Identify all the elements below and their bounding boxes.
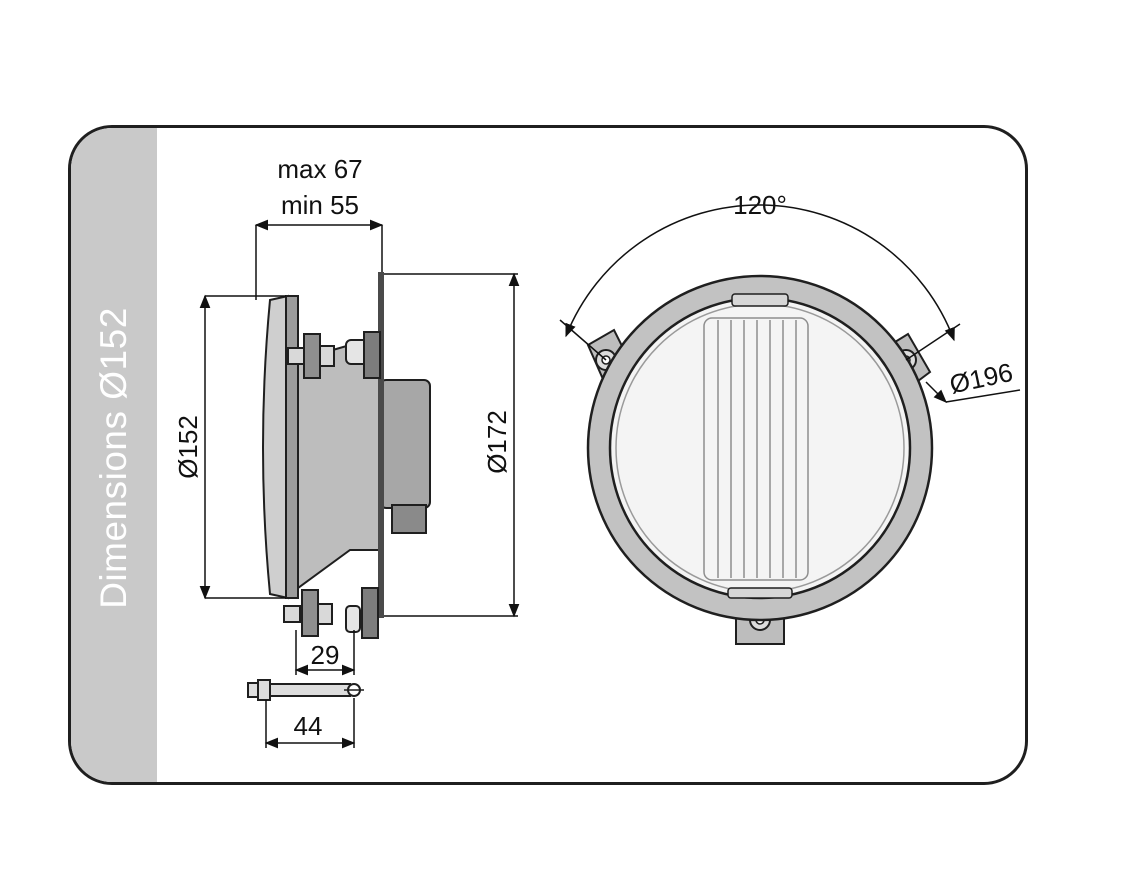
label-max-depth: max 67 bbox=[277, 154, 362, 184]
upper-screw-head bbox=[287, 347, 305, 365]
lower-clip bbox=[345, 605, 361, 633]
lower-bracket bbox=[301, 589, 319, 637]
mounting-flange bbox=[378, 272, 384, 618]
label-min-depth: min 55 bbox=[281, 190, 359, 220]
lower-nut bbox=[317, 603, 333, 625]
upper-flange-tab bbox=[363, 331, 381, 379]
side-view bbox=[247, 272, 431, 701]
front-view bbox=[586, 274, 934, 645]
upper-bracket bbox=[303, 333, 321, 379]
front-lens bbox=[608, 296, 912, 600]
connector-block bbox=[391, 504, 427, 534]
side-band: Dimensions Ø152 bbox=[71, 128, 157, 782]
label-lens-diameter: Ø152 bbox=[173, 415, 203, 479]
lens-profile bbox=[262, 294, 289, 600]
bottom-clip bbox=[727, 587, 793, 599]
lens-flutes bbox=[703, 317, 809, 581]
side-dimensions bbox=[199, 219, 520, 749]
label-angle: 120° bbox=[733, 190, 787, 220]
label-bracket-29: 29 bbox=[311, 640, 340, 670]
lower-screw-head bbox=[283, 605, 301, 623]
label-bolt-44: 44 bbox=[294, 711, 323, 741]
front-dimensions bbox=[559, 204, 1021, 403]
lens-rim bbox=[285, 295, 299, 599]
top-clip bbox=[731, 293, 789, 307]
lower-flange-tab bbox=[361, 587, 379, 639]
reflector-housing bbox=[297, 344, 383, 590]
adjustment-bolt bbox=[247, 679, 364, 701]
bulb-housing bbox=[379, 379, 431, 509]
upper-nut bbox=[319, 345, 335, 367]
label-body-diameter: Ø172 bbox=[482, 410, 512, 474]
